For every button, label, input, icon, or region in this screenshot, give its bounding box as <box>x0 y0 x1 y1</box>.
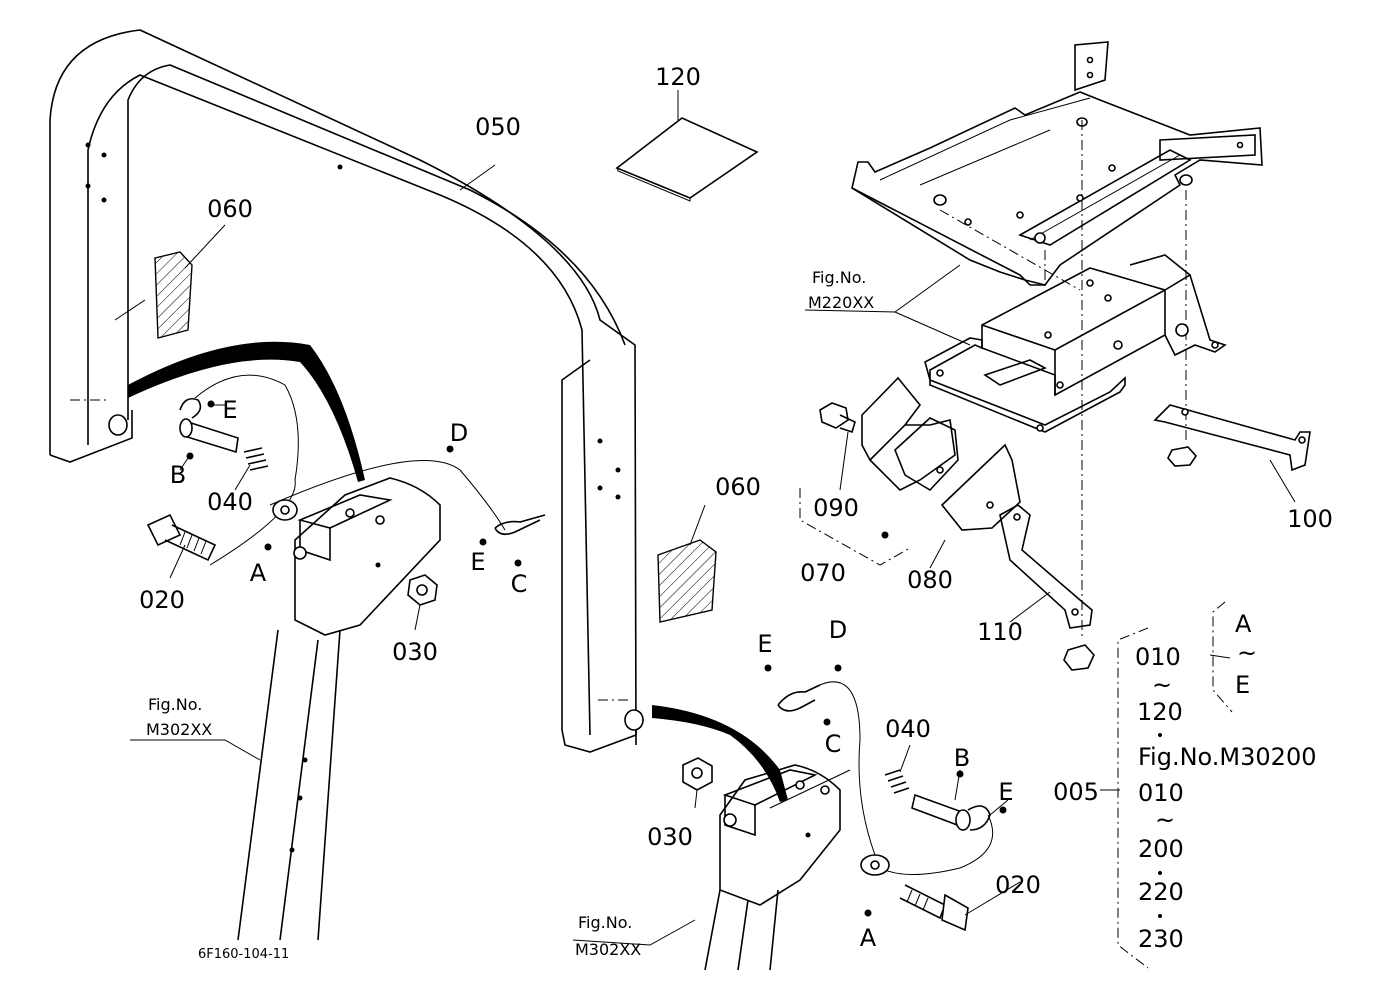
label-040-left: 040 <box>207 488 253 516</box>
fig-ref-m302-left-line2: M302XX <box>146 720 212 739</box>
letter-e-right-top: E <box>757 630 772 658</box>
label-020-right: 020 <box>995 871 1041 899</box>
figure-references: Fig.No. M220XX Fig.No. M302XX Fig.No. M3… <box>146 268 874 959</box>
fig-ref-m220-line2: M220XX <box>808 293 874 312</box>
label-060-right: 060 <box>715 473 761 501</box>
letter-a-right: A <box>860 924 877 952</box>
label-120: 120 <box>655 63 701 91</box>
label-080: 080 <box>907 566 953 594</box>
label-005: 005 <box>1053 778 1099 806</box>
fig-ref-m302-right-line1: Fig.No. <box>578 913 632 932</box>
assembly-list: 010 ~ 120 Fig.No.M30200 010 ~ 200 220 23… <box>1135 610 1317 953</box>
letter-d-left: D <box>450 419 468 447</box>
list-220: 220 <box>1138 878 1184 906</box>
label-110: 110 <box>977 618 1023 646</box>
label-090: 090 <box>813 494 859 522</box>
letter-a-left: A <box>250 559 267 587</box>
list-sub-e: E <box>1235 671 1250 699</box>
letter-e-left-top: E <box>222 396 237 424</box>
decal-right <box>657 539 717 623</box>
decal-left <box>154 251 193 339</box>
letter-b-left: B <box>170 461 186 489</box>
manual-sheet <box>615 117 759 199</box>
letter-c-left: C <box>511 570 528 598</box>
right-hinge <box>652 681 993 971</box>
letter-b-right: B <box>954 744 970 772</box>
fig-ref-m302-right-line2: M302XX <box>575 940 641 959</box>
label-020-left: 020 <box>139 586 185 614</box>
letter-e-right-bottom: E <box>998 778 1013 806</box>
letter-d-right: D <box>829 616 847 644</box>
list-010-b: 010 <box>1138 779 1184 807</box>
seat-mount-assembly <box>799 41 1311 671</box>
label-070: 070 <box>800 559 846 587</box>
fig-ref-m302-left-line1: Fig.No. <box>148 695 202 714</box>
rops-frame <box>49 29 644 753</box>
drawing-number: 6F160-104-11 <box>198 947 289 962</box>
assembly-bracket <box>1117 601 1233 969</box>
list-tilde-a: ~ <box>1152 671 1172 699</box>
reference-dots <box>186 400 1007 917</box>
list-sub-tilde: ~ <box>1237 639 1257 667</box>
letter-labels: B E A D E C E D C B E A <box>170 396 1014 952</box>
letter-c-right: C <box>825 730 842 758</box>
label-050: 050 <box>475 113 521 141</box>
list-120: 120 <box>1137 698 1183 726</box>
list-230: 230 <box>1138 925 1184 953</box>
list-fig-m30200: Fig.No.M30200 <box>1138 743 1317 771</box>
left-hinge <box>128 341 546 941</box>
label-100: 100 <box>1287 505 1333 533</box>
label-030-left: 030 <box>392 638 438 666</box>
label-060-left: 060 <box>207 195 253 223</box>
leader-lines <box>114 90 1296 946</box>
label-040-right: 040 <box>885 715 931 743</box>
list-sub-a: A <box>1235 610 1252 638</box>
list-200: 200 <box>1138 835 1184 863</box>
list-tilde-b: ~ <box>1155 806 1175 834</box>
list-010-a: 010 <box>1135 643 1181 671</box>
label-030-right: 030 <box>647 823 693 851</box>
letter-e-left-bottom: E <box>470 548 485 576</box>
part-labels: 120 050 060 060 040 040 020 020 030 030 … <box>139 63 1333 899</box>
fig-ref-m220-line1: Fig.No. <box>812 268 866 287</box>
